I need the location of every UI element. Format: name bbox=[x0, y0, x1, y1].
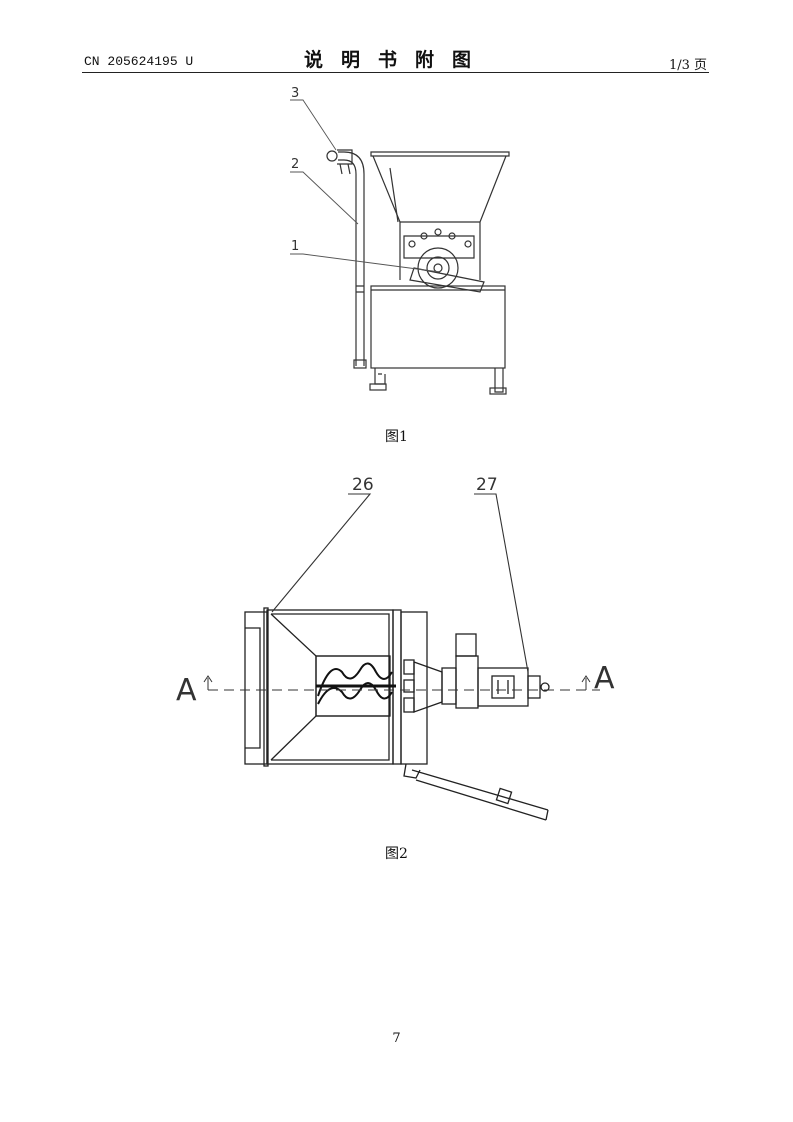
section-label-a-left: A bbox=[176, 673, 197, 708]
page-count: 1/3 页 bbox=[668, 58, 707, 73]
ref-label-26: 26 bbox=[352, 475, 374, 495]
ref-label-1: 1 bbox=[291, 239, 299, 254]
patent-number: CN 205624195 U bbox=[84, 54, 194, 69]
figure-1-drawing: 3 2 1 bbox=[290, 86, 510, 395]
ref-label-2: 2 bbox=[291, 157, 299, 172]
figure-1-caption: 图1 bbox=[385, 429, 408, 445]
figure-2-drawing: 26 27 A A bbox=[176, 475, 615, 821]
figure-2-caption: 图2 bbox=[385, 846, 408, 862]
section-title: 说明书附图 bbox=[303, 49, 489, 71]
ref-label-3: 3 bbox=[291, 86, 299, 101]
ref-label-27: 27 bbox=[476, 475, 498, 495]
header-rule bbox=[82, 72, 709, 73]
section-label-a-right: A bbox=[594, 661, 615, 696]
page-number: 7 bbox=[392, 1031, 401, 1046]
